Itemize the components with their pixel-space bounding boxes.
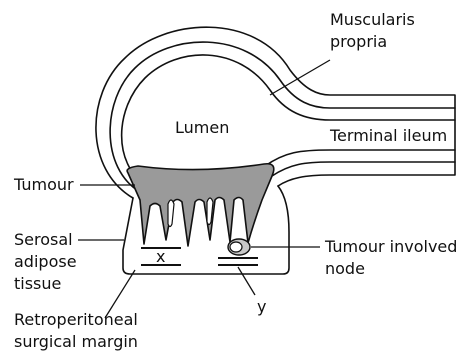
retro-label-line2: surgical margin	[14, 332, 138, 351]
muscularis-label-line2: propria	[330, 32, 387, 51]
tumour-gap	[168, 200, 174, 227]
lymph-node-deposit	[230, 242, 242, 252]
margin-x-label: x	[156, 247, 165, 266]
margin-y-label: y	[257, 297, 266, 316]
serosal-label-line1: Serosal	[14, 230, 73, 249]
mucosa-lining-lower	[265, 150, 455, 166]
muscularis-label-line1: Muscularis	[330, 10, 415, 29]
muscularis-propria-lower	[272, 162, 455, 176]
lumen-label: Lumen	[175, 118, 229, 137]
node-label-line1: Tumour involved	[324, 237, 457, 256]
terminal-ileum-label: Terminal ileum	[329, 126, 447, 145]
y-leader	[238, 267, 255, 295]
tumour-label: Tumour	[13, 175, 74, 194]
tumour-mass	[127, 164, 274, 246]
mucosa-lining	[122, 55, 455, 186]
serosal-label-line3: tissue	[14, 274, 61, 293]
serosal-label-line2: adipose	[14, 252, 77, 271]
node-label-line2: node	[325, 259, 365, 278]
retro-label-line1: Retroperitoneal	[14, 310, 138, 329]
